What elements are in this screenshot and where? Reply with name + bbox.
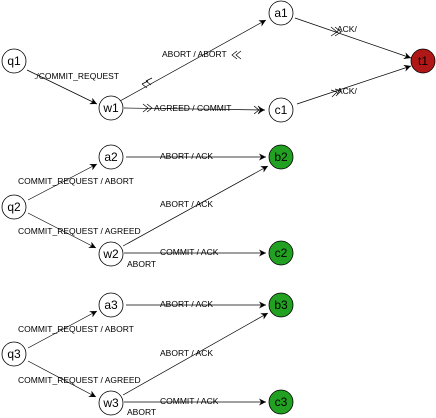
transition-q2-a2 [27, 163, 98, 201]
double-arrow-tick-icon [330, 88, 342, 98]
state-a3: a3 [98, 292, 124, 318]
edge-label-w2-c2: COMMIT / ACK [160, 247, 219, 257]
edge-label-q2-a2: COMMIT_REQUEST / ABORT [18, 176, 134, 186]
state-c2: c2 [268, 240, 294, 266]
edge-label-w3-c3: COMMIT / ACK [160, 396, 219, 406]
edge-label-a2-b2: ABORT / ACK [160, 151, 213, 161]
state-q1: q1 [1, 48, 27, 74]
edge-label-c1-t1: ACK/ [337, 86, 357, 96]
state-label-b3: b3 [274, 298, 288, 312]
state-label-c3: c3 [275, 395, 288, 409]
state-t1: t1 [410, 48, 436, 74]
edge-label-q2-w2: COMMIT_REQUEST / AGREED [18, 226, 141, 236]
state-w2: w2 [98, 241, 124, 267]
transition-w3-b3 [122, 312, 269, 396]
transition-q1-w1 [26, 69, 98, 105]
state-label-w1: w1 [102, 101, 119, 115]
state-label-q1: q1 [7, 54, 21, 68]
state-a2: a2 [98, 144, 124, 170]
edge-label-q3-w3: COMMIT_REQUEST / AGREED [18, 375, 141, 385]
state-label-w2: w2 [102, 247, 119, 261]
edge-label-q3-a3: COMMIT_REQUEST / ABORT [18, 324, 134, 334]
transition-a1-t1 [294, 17, 412, 60]
edge-label-w2-abort: ABORT [127, 259, 156, 269]
state-label-a1: a1 [274, 6, 288, 20]
state-label-c1: c1 [275, 103, 288, 117]
state-label-a2: a2 [104, 150, 118, 164]
transition-q3-w3 [27, 360, 97, 398]
state-c3: c3 [268, 389, 294, 415]
state-label-w3: w3 [102, 396, 119, 410]
state-w1: w1 [98, 95, 124, 121]
state-q3: q3 [1, 341, 27, 367]
transition-w1-c1 [123, 103, 266, 115]
edge-label-w1-a1: ABORT / ABORT [162, 49, 227, 59]
transition-c1-t1 [296, 64, 412, 105]
state-label-c2: c2 [275, 246, 288, 260]
state-label-b2: b2 [274, 150, 288, 164]
double-arrow-tick-icon [231, 50, 242, 60]
double-arrow-tick-icon [330, 26, 342, 37]
transition-w1-a1 [119, 19, 267, 102]
state-label-t1: t1 [418, 54, 428, 68]
state-label-q3: q3 [7, 347, 21, 361]
state-b3: b3 [268, 292, 294, 318]
edge-label-q1-w1: ./COMMIT_REQUEST [34, 71, 119, 81]
transition-q2-w2 [27, 212, 97, 249]
edge-label-w3-b3: ABORT / ACK [160, 348, 213, 358]
state-w3: w3 [98, 390, 124, 416]
state-label-q2: q2 [7, 200, 21, 214]
edge-label-w2-b2: ABORT / ACK [160, 199, 213, 209]
edge-label-a1-t1: ACK/ [337, 24, 357, 34]
state-c1: c1 [268, 97, 294, 123]
state-label-a3: a3 [104, 298, 118, 312]
state-b2: b2 [268, 144, 294, 170]
double-arrow-tick-icon [142, 103, 153, 113]
transition-w2-b2 [122, 165, 269, 247]
state-a1: a1 [268, 0, 294, 26]
transition-q3-a3 [27, 310, 98, 349]
double-arrow-tick-icon [141, 77, 153, 89]
state-q2: q2 [1, 194, 27, 220]
edge-label-a3-b3: ABORT / ACK [160, 299, 213, 309]
edge-label-w1-c1: AGREED / COMMIT [154, 103, 231, 113]
double-arrow-tick-icon [253, 105, 264, 115]
edge-label-w3-abort: ABORT [127, 407, 156, 417]
